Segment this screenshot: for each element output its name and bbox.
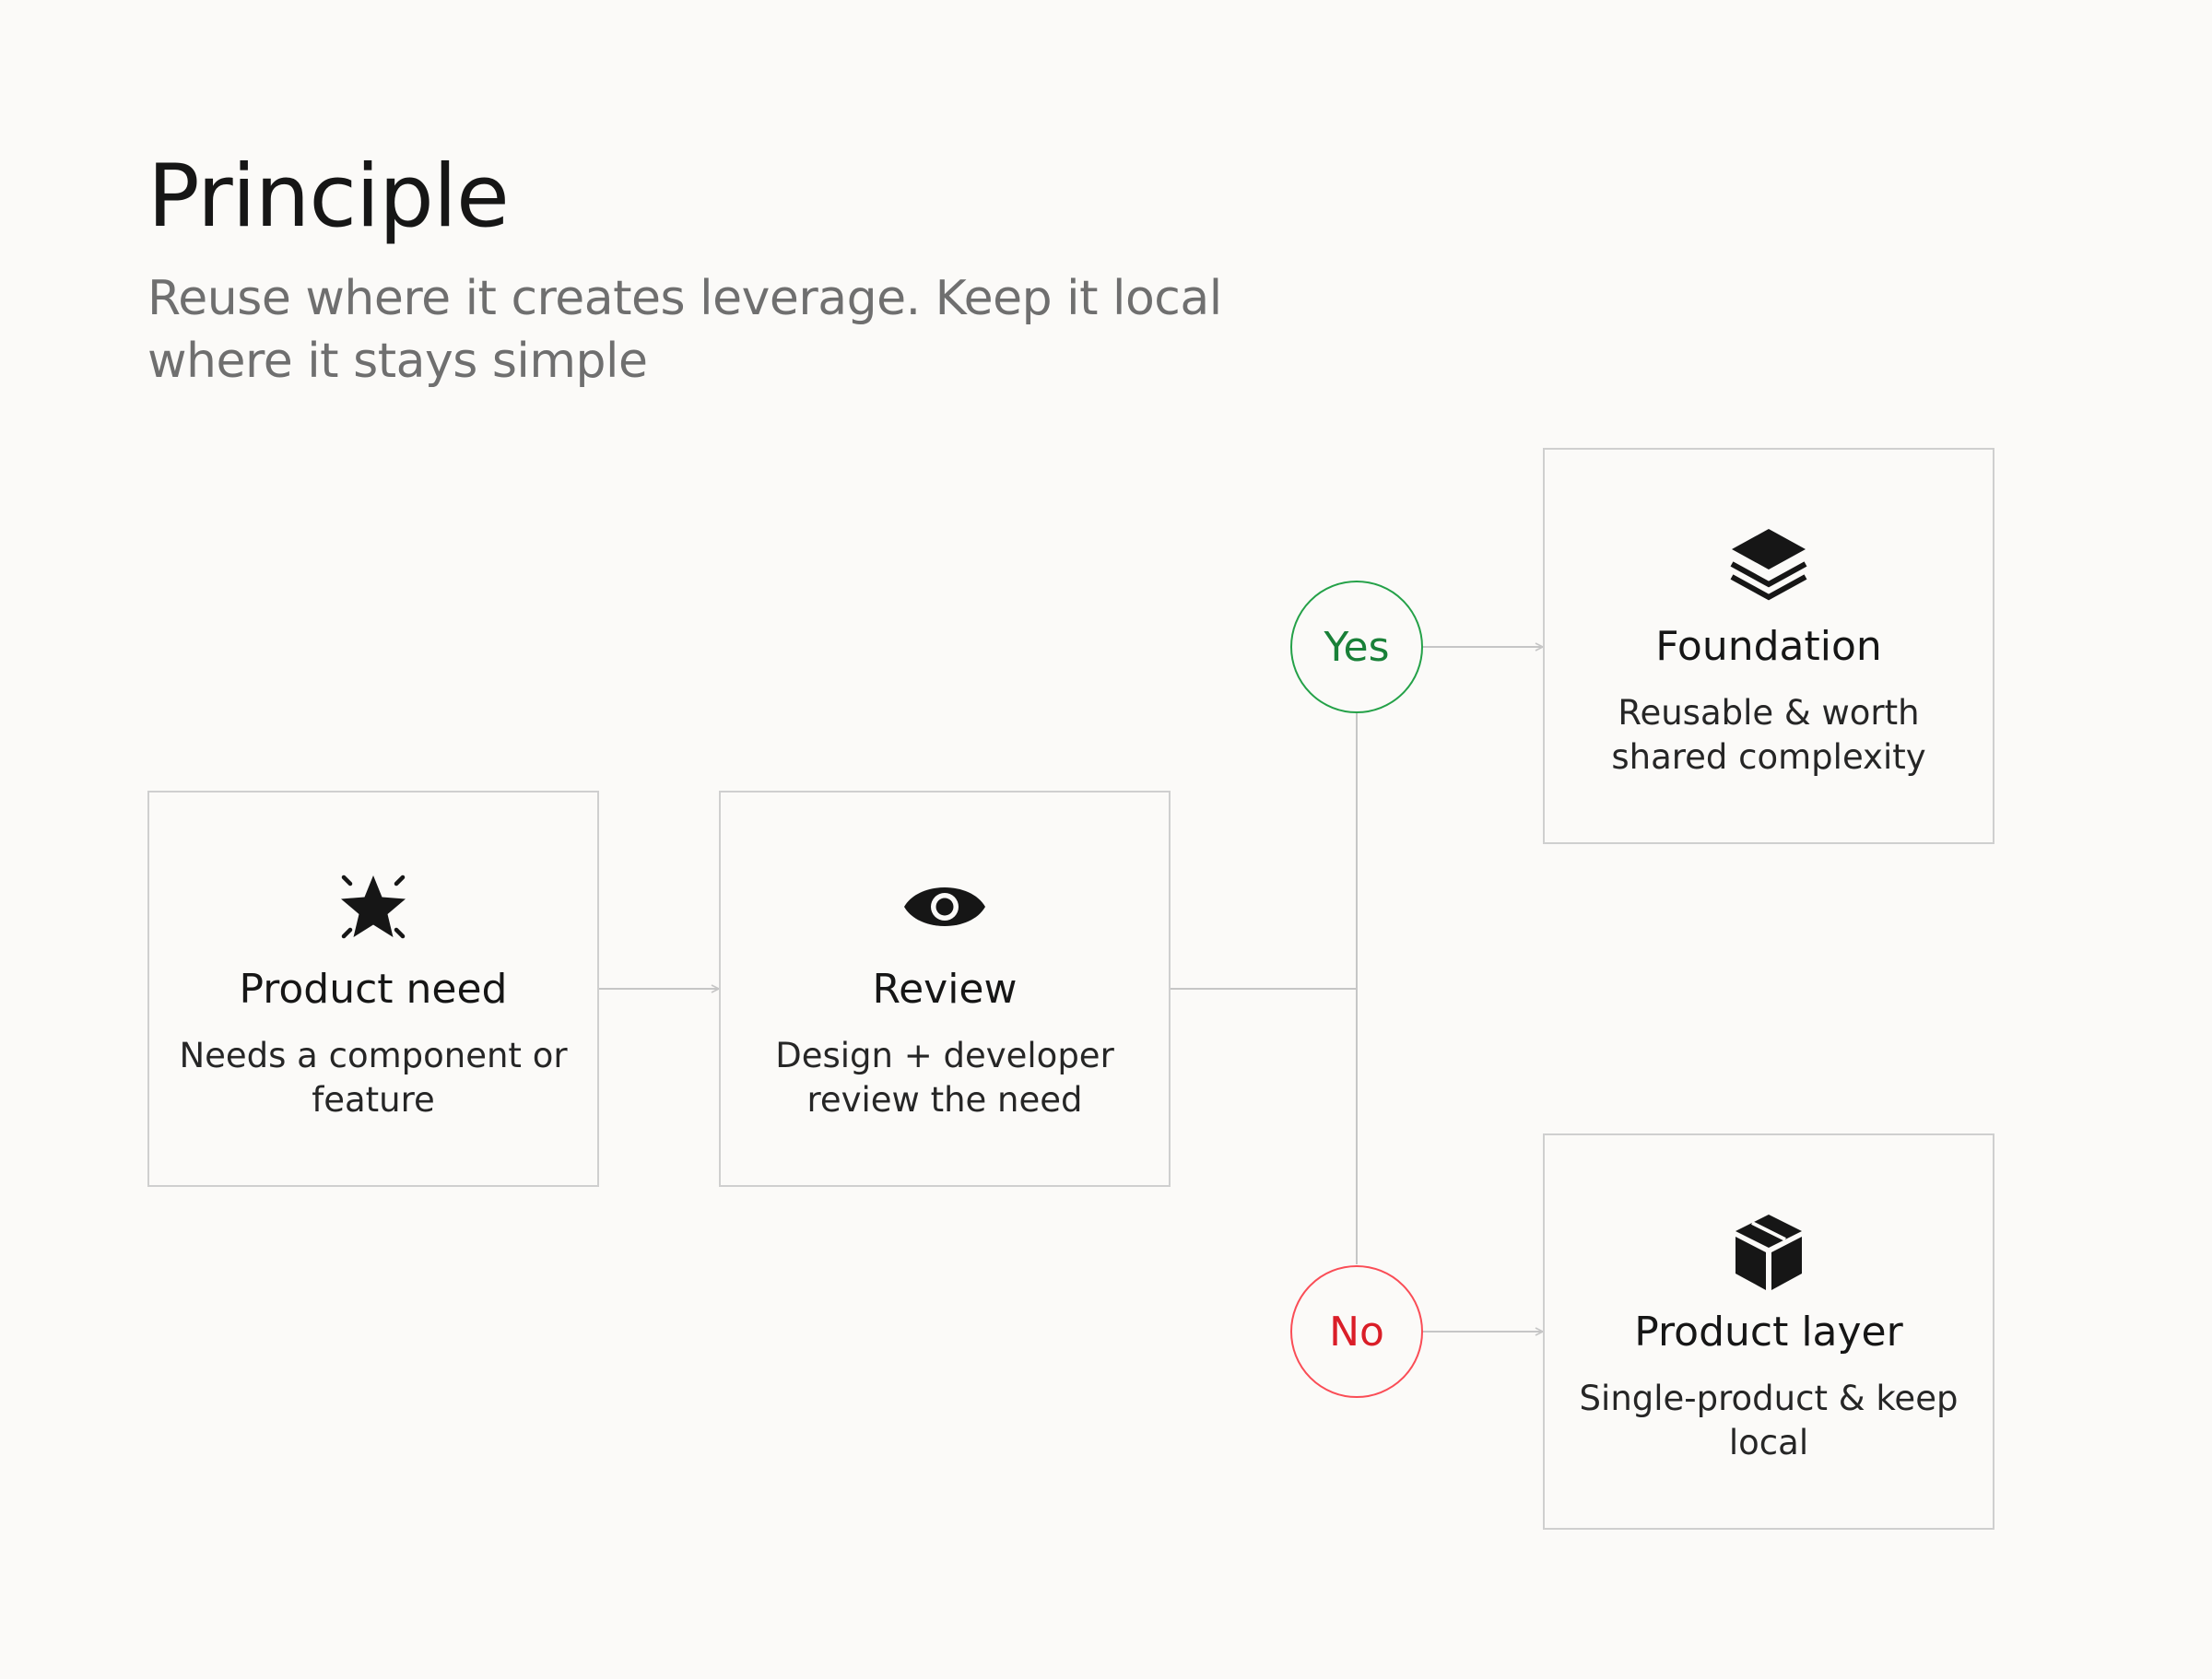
decision-no: No <box>1290 1265 1423 1398</box>
node-review: Review Design + developer review the nee… <box>719 791 1171 1187</box>
node-description: Needs a component or feature <box>179 1036 568 1120</box>
node-title: Review <box>872 966 1018 1013</box>
layers-icon <box>1724 520 1813 608</box>
node-product-layer: Product layer Single-product & keep loca… <box>1543 1133 1994 1530</box>
sparkle-star-icon <box>329 863 418 951</box>
eye-icon <box>900 863 989 951</box>
node-title: Product need <box>239 966 508 1013</box>
decision-yes: Yes <box>1290 581 1423 713</box>
node-title: Product layer <box>1634 1309 1903 1356</box>
node-description: Single-product & keep local <box>1579 1379 1959 1462</box>
page-title: Principle <box>147 147 510 247</box>
node-title: Foundation <box>1655 623 1882 670</box>
page-subtitle: Reuse where it creates leverage. Keep it… <box>147 271 1222 389</box>
node-description: Design + developer review the need <box>775 1036 1114 1120</box>
node-product-need: Product need Needs a component or featur… <box>147 791 599 1187</box>
package-icon <box>1724 1205 1813 1294</box>
node-description: Reusable & worth shared complexity <box>1611 693 1926 777</box>
node-foundation: Foundation Reusable & worth shared compl… <box>1543 448 1994 844</box>
